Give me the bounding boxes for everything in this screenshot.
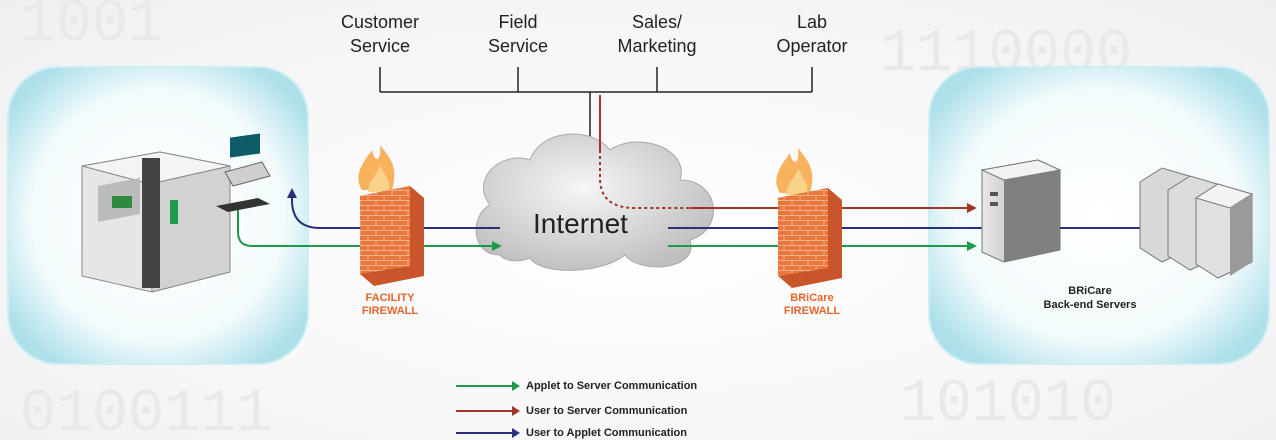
bricare-firewall xyxy=(776,148,842,288)
svg-text:0100111: 0100111 xyxy=(20,381,272,440)
backend-server-icon xyxy=(980,159,1062,263)
server-cluster-icon xyxy=(1139,167,1254,279)
svg-text:101010: 101010 xyxy=(900,371,1116,439)
lab-analyzer-icon xyxy=(81,133,271,293)
user-bus xyxy=(379,67,813,160)
svg-text:1001: 1001 xyxy=(20,0,164,59)
backend-servers-label: BRiCare Back-end Servers xyxy=(1043,285,1137,311)
internet-label: Internet xyxy=(533,208,628,239)
user-sales-marketing: Sales/ Marketing xyxy=(617,12,697,56)
user-field-service: Field Service xyxy=(487,12,549,56)
binary-watermark: 1001 1110000 0100111 101010 xyxy=(20,0,1132,440)
backend-panel xyxy=(928,66,1270,365)
user-lab-operator: Lab Operator xyxy=(776,12,848,56)
blue-arrow-icon xyxy=(456,428,520,438)
legend-label: User to Applet Communication xyxy=(526,427,687,439)
facility-firewall xyxy=(358,145,424,286)
legend-label: Applet to Server Communication xyxy=(526,380,698,392)
user-customer-service: Customer Service xyxy=(340,12,420,56)
legend-label: User to Server Communication xyxy=(526,405,688,417)
red-arrow-icon xyxy=(456,406,520,416)
bricare-firewall-label: BRiCare FIREWALL xyxy=(783,292,841,317)
applet-server-line xyxy=(237,205,502,251)
green-arrow-icon xyxy=(456,381,520,391)
user-server-dotted xyxy=(599,150,690,209)
facility-firewall-label: FACILITY FIREWALL xyxy=(361,292,419,317)
user-applet-line xyxy=(287,188,500,229)
internet-cloud xyxy=(475,133,714,271)
